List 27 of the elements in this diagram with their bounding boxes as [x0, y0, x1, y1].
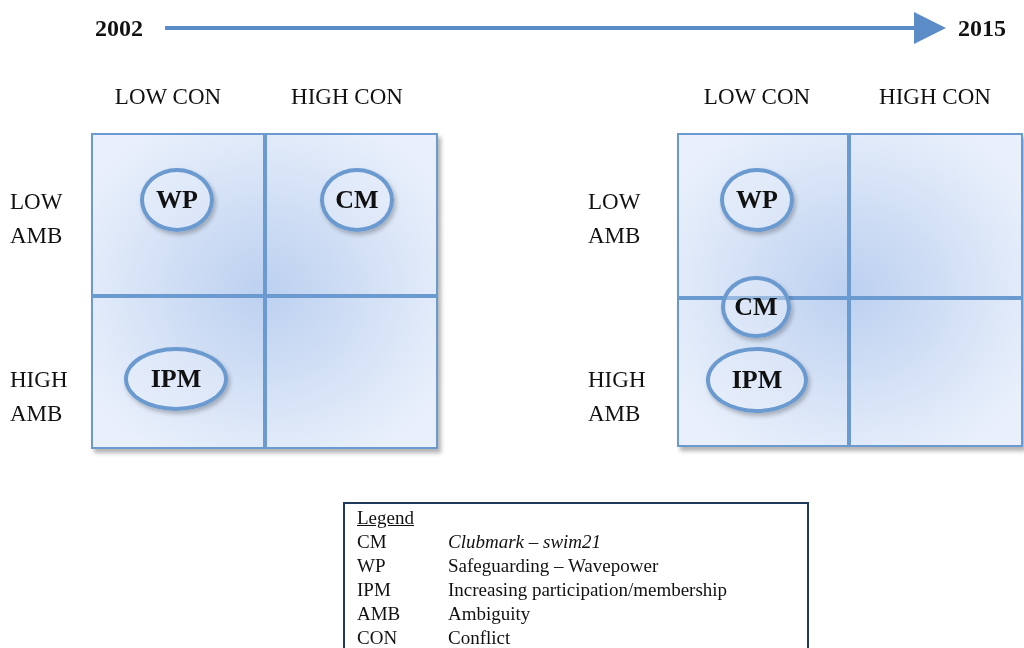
axis-label: LOW CON — [703, 83, 811, 111]
legend-abbreviation: CM — [357, 530, 387, 554]
axis-label: HIGH CON — [291, 83, 403, 111]
year-label: 2015 — [958, 14, 1006, 42]
legend-heading: Legend — [357, 506, 414, 530]
legend-abbreviation: WP — [357, 554, 386, 578]
legend-abbreviation: IPM — [357, 578, 391, 602]
year-label: 2002 — [95, 14, 143, 42]
legend-description: Increasing participation/membership — [448, 578, 728, 602]
abbreviation-circle: CM — [320, 168, 394, 232]
axis-label: HIGH AMB — [10, 366, 69, 428]
abbreviation-circle: CM — [721, 276, 791, 338]
legend-abbreviation: AMB — [357, 602, 401, 626]
abbreviation-circle: WP — [720, 168, 794, 232]
abbreviation-circle: IPM — [706, 347, 808, 413]
axis-label: LOW CON — [114, 83, 222, 111]
axis-label: HIGH AMB — [588, 366, 647, 428]
abbreviation-circle: WP — [140, 168, 214, 232]
legend-description: Clubmark – swim21 — [448, 530, 602, 554]
legend-description: Ambiguity — [448, 602, 531, 626]
axis-label: LOW AMB — [10, 188, 64, 250]
axis-label: LOW AMB — [588, 188, 642, 250]
legend-description: Safeguarding – Wavepower — [448, 554, 659, 578]
axis-label: HIGH CON — [879, 83, 991, 111]
legend-description: Conflict — [448, 626, 511, 648]
legend-abbreviation: CON — [357, 626, 398, 648]
abbreviation-circle: IPM — [124, 347, 228, 411]
